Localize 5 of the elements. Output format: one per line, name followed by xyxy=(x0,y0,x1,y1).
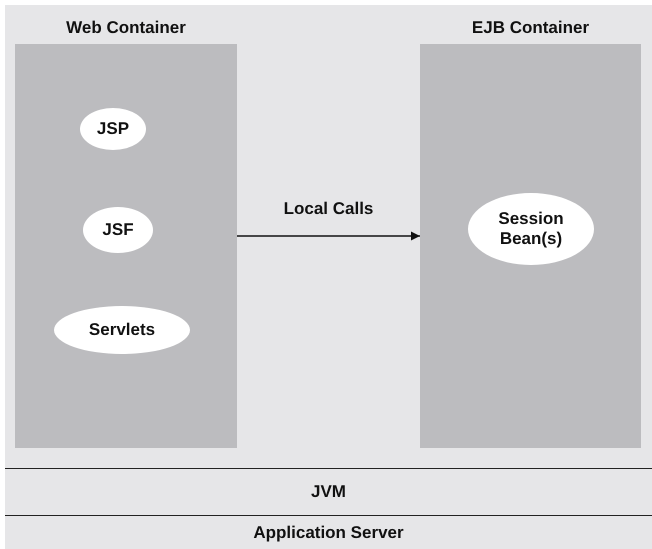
arrow xyxy=(237,232,420,240)
layer-band: JVM xyxy=(5,468,652,515)
layer-band: Application Server xyxy=(5,515,652,549)
container-title: Web Container xyxy=(65,18,187,38)
container-title: EJB Container xyxy=(470,18,590,38)
